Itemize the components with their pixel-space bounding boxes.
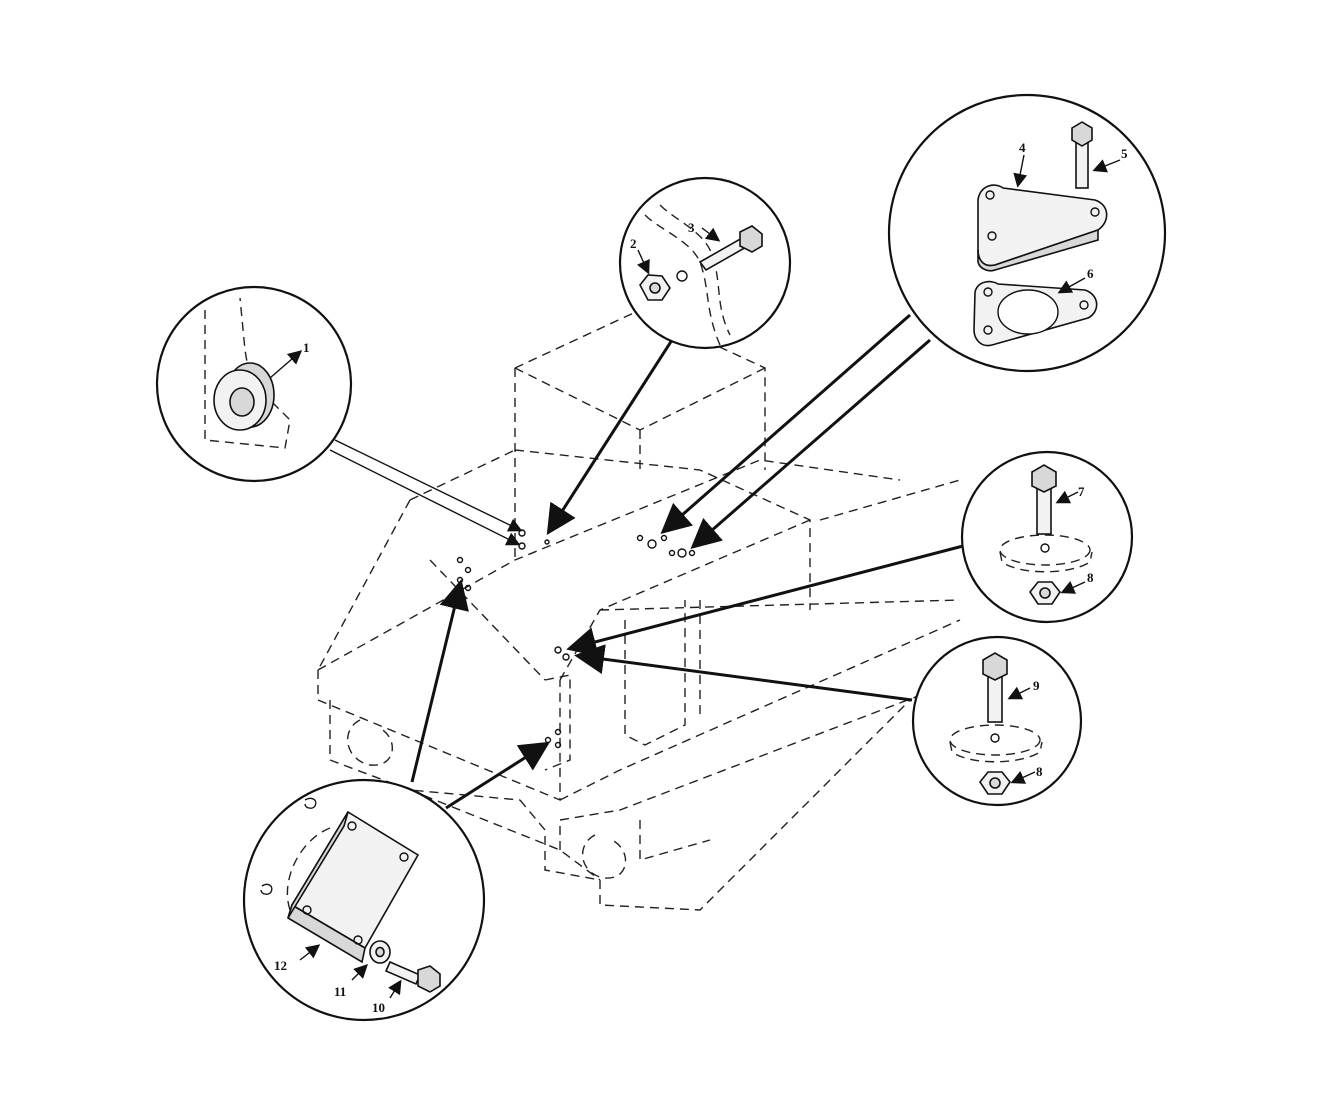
hole-markers — [456, 529, 696, 749]
callout-labels: 1 2 3 4 5 6 7 8 9 8 10 11 12 — [274, 140, 1128, 1015]
callout-11: 11 — [334, 984, 346, 999]
callout-12: 12 — [274, 958, 287, 973]
callout-7: 7 — [1078, 484, 1085, 499]
callout-5: 5 — [1121, 146, 1128, 161]
nut-part — [979, 771, 1011, 795]
screw-part — [698, 225, 763, 272]
callout-2: 2 — [630, 236, 637, 251]
nut-part — [1029, 581, 1061, 605]
detail-circle-9-8 — [911, 635, 1083, 807]
vehicle-outline — [317, 309, 961, 911]
callout-8-upper: 8 — [1087, 570, 1094, 585]
callout-1: 1 — [303, 340, 310, 355]
callout-10: 10 — [372, 1000, 385, 1015]
detail-circle-2-3 — [618, 176, 792, 350]
callout-6: 6 — [1087, 266, 1094, 281]
callout-8-lower: 8 — [1036, 764, 1043, 779]
detail-circle-7-8 — [960, 450, 1134, 624]
detail-circle-10-11-12 — [242, 778, 486, 1022]
detail-circle-4-5-6 — [887, 93, 1167, 373]
nut-part — [639, 274, 671, 301]
bolt-part — [982, 652, 1008, 723]
cover-plate-part — [287, 810, 420, 964]
screw-part — [384, 960, 441, 993]
bolt-part — [1031, 464, 1057, 535]
triangular-plate-part — [977, 184, 1108, 272]
bolt-part — [1071, 121, 1093, 189]
callout-3: 3 — [688, 220, 695, 235]
gasket-part — [973, 280, 1098, 347]
callout-4: 4 — [1019, 140, 1026, 155]
detail-circle-1 — [155, 285, 353, 483]
leader-lines — [329, 313, 964, 810]
callout-9: 9 — [1033, 678, 1040, 693]
washer-part — [369, 940, 391, 964]
grommet-part — [213, 362, 275, 431]
